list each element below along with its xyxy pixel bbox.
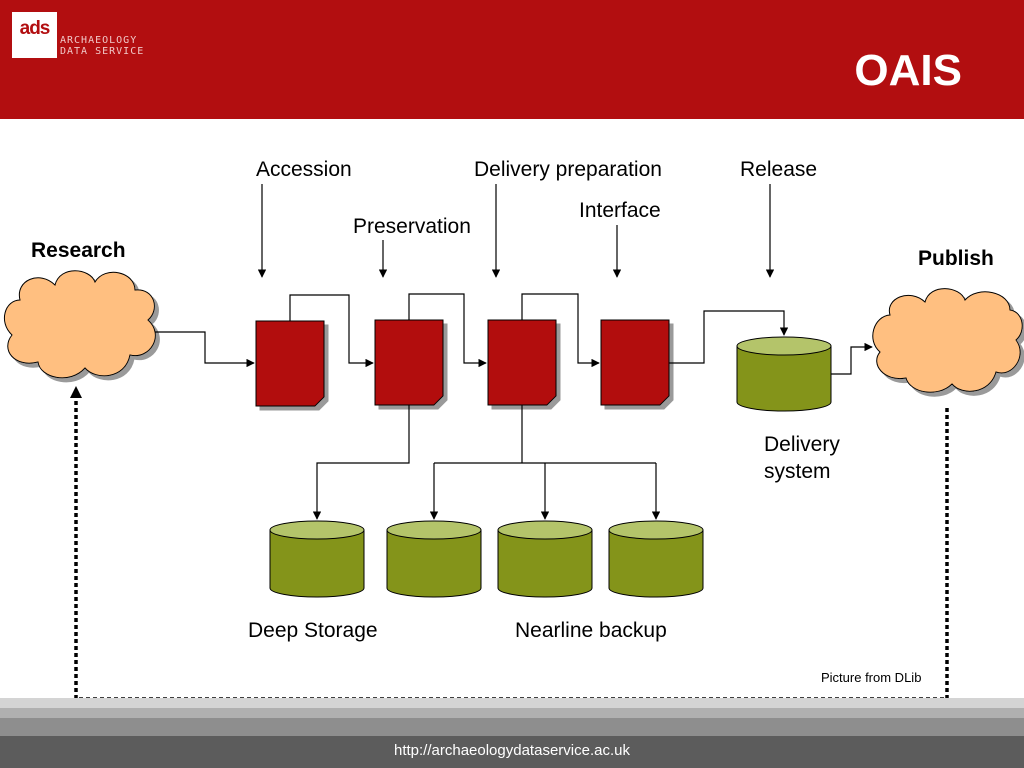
nearline-cylinder-3 [608, 520, 704, 598]
delivery-system-cylinder [736, 336, 832, 412]
footer-band [0, 708, 1024, 718]
flow-connectors [155, 293, 873, 520]
caption-source: Picture from DLib [821, 670, 922, 685]
label-delivery-preparation: Delivery preparation [474, 158, 662, 181]
label-research: Research [31, 239, 126, 262]
footer-band [0, 698, 1024, 708]
document-preservation [374, 319, 444, 406]
footer-band [0, 718, 1024, 736]
logo-mark: ads [19, 18, 51, 39]
label-nearline-backup: Nearline backup [515, 619, 667, 642]
label-interface: Interface [579, 199, 661, 222]
footer-bar [0, 736, 1024, 768]
research-cloud [3, 270, 156, 379]
label-deep-storage: Deep Storage [248, 619, 378, 642]
slide-title: OAIS [854, 46, 962, 95]
label-arrows [257, 184, 775, 278]
header-bar: ads ARCHAEOLOGY DATA SERVICE OAIS [0, 0, 1024, 119]
document-delivery-preparation [487, 319, 557, 406]
nearline-cylinder-1 [386, 520, 482, 598]
label-delivery-system-line1: Delivery [764, 433, 840, 456]
publish-cloud [872, 288, 1023, 393]
footer-url-link[interactable]: http://archaeologydataservice.ac.uk [394, 742, 630, 759]
label-accession: Accession [256, 158, 352, 181]
document-interface [600, 319, 670, 406]
ads-logo[interactable]: ads [12, 12, 57, 58]
logo-text-line1: ARCHAEOLOGY [60, 35, 138, 46]
deep-storage-cylinder [269, 520, 365, 598]
feedback-loop [74, 400, 949, 701]
label-delivery-system-line2: system [764, 460, 831, 483]
label-release: Release [740, 158, 818, 181]
label-preservation: Preservation [353, 215, 471, 238]
logo-text-line2: DATA SERVICE [60, 46, 145, 57]
feedback-arrowhead [70, 386, 82, 398]
nearline-cylinder-2 [497, 520, 593, 598]
label-publish: Publish [918, 247, 994, 270]
document-accession [255, 320, 325, 407]
